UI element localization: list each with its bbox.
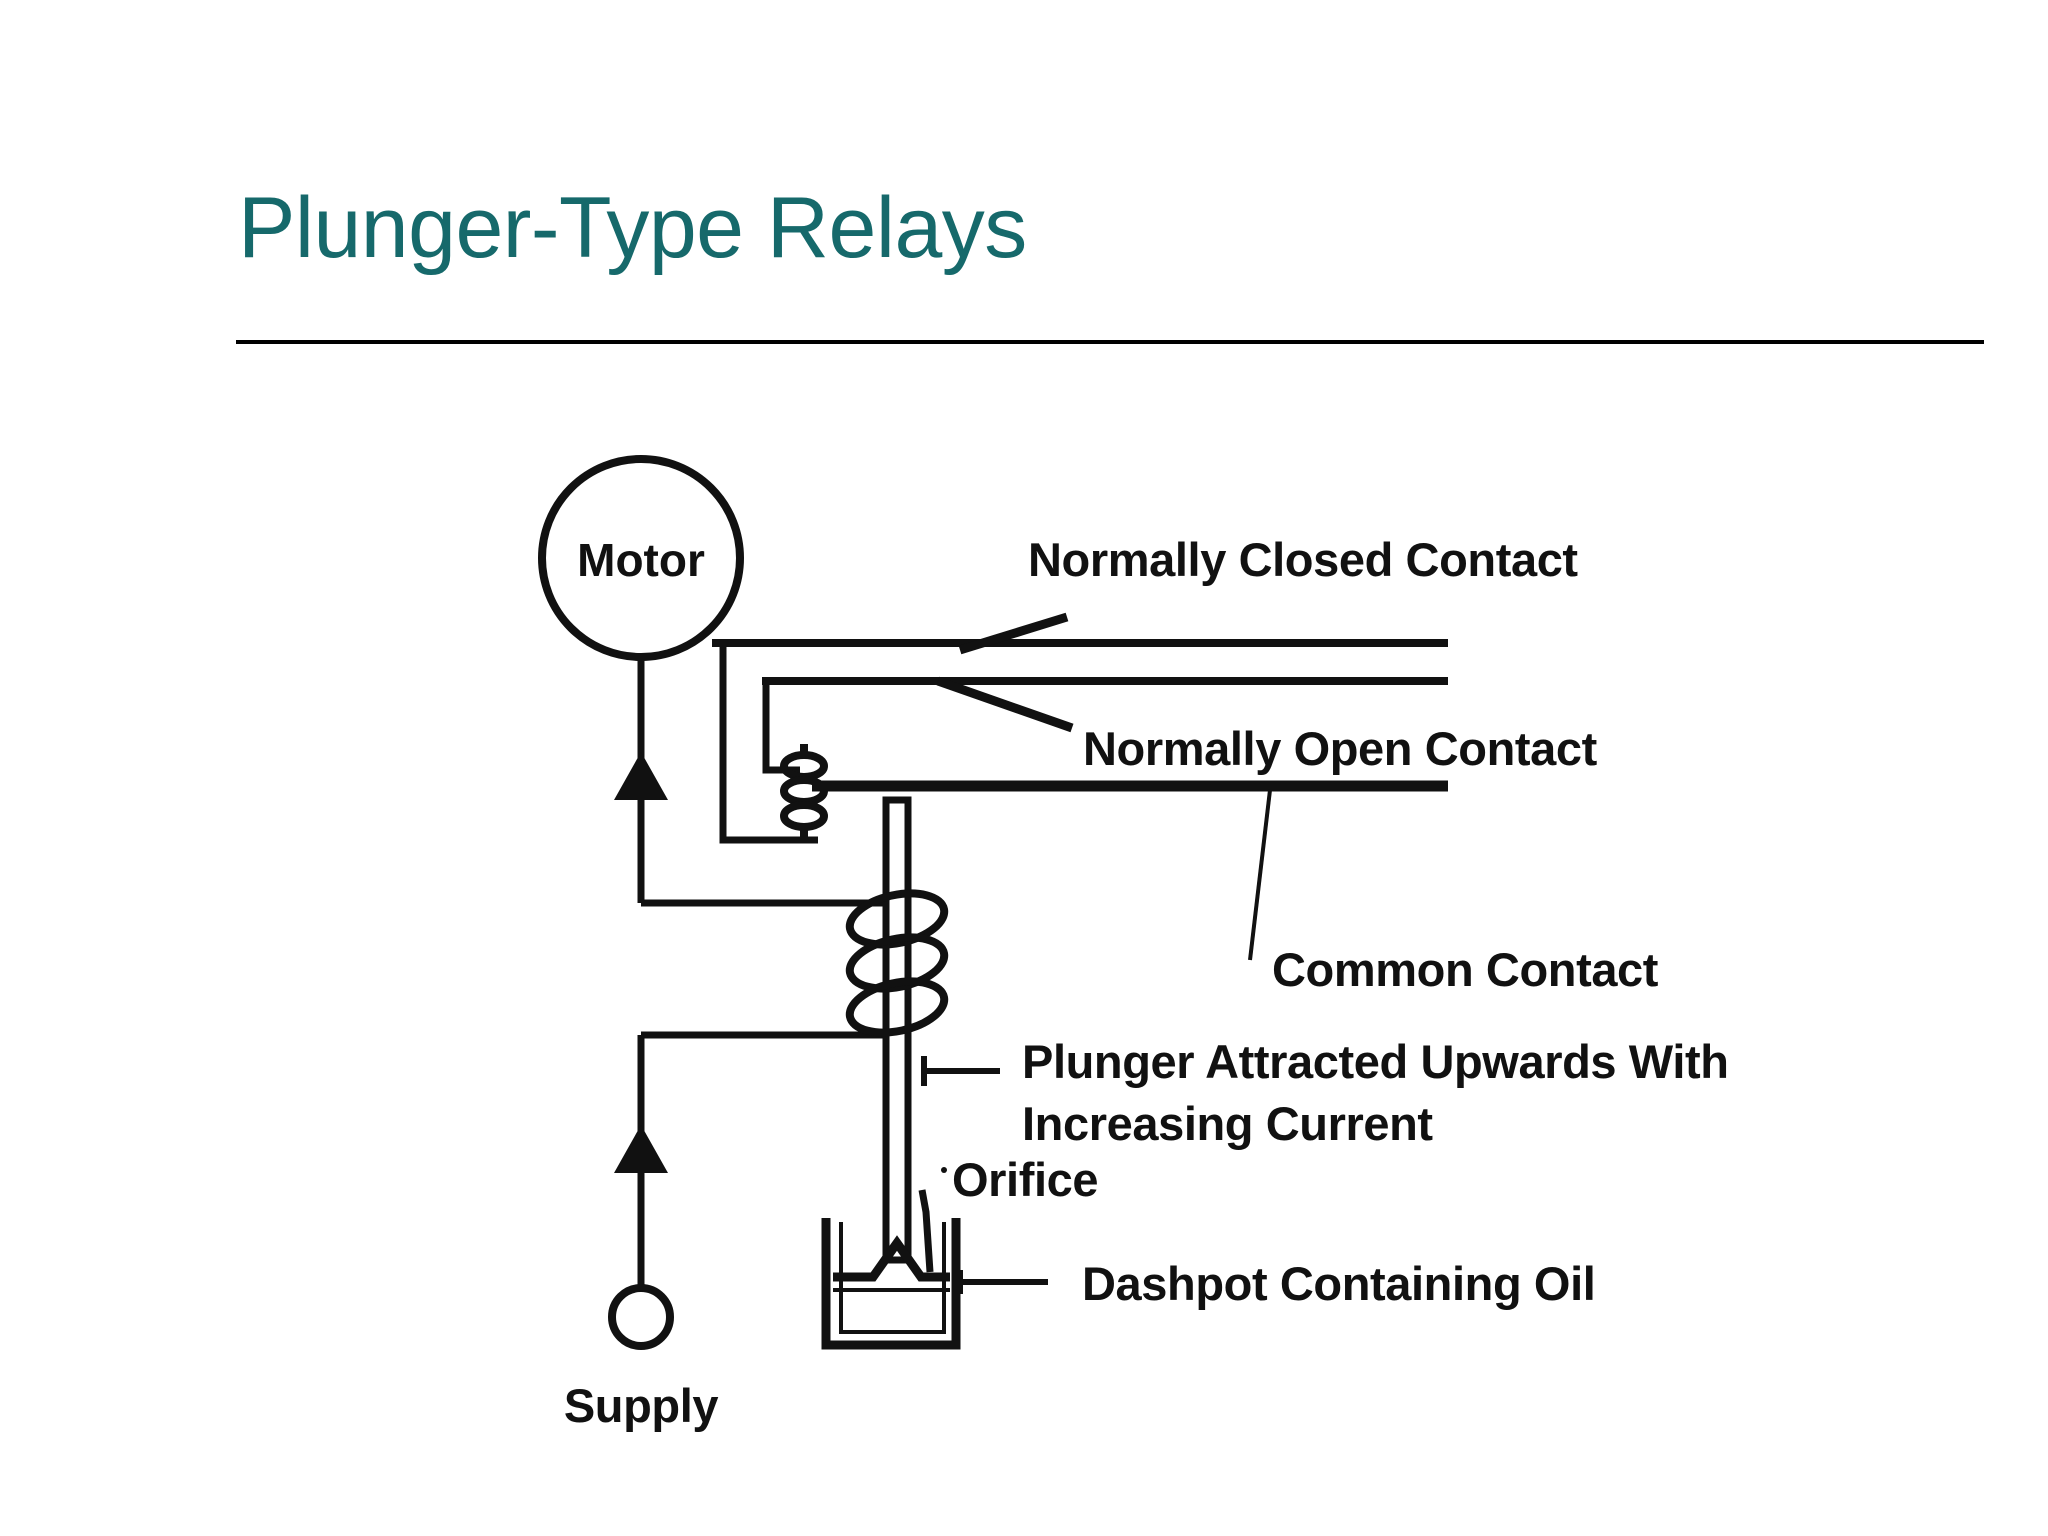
title-divider [236,340,1984,344]
plunger-label-line1: Plunger Attracted Upwards With [1022,1035,1729,1088]
nc-leader-line [958,612,1069,655]
current-arrow-motor-icon [614,752,668,800]
solenoid-coil [845,889,949,1037]
normally-closed-contact-label: Normally Closed Contact [1028,533,1578,586]
no-leader-line [936,676,1074,733]
orifice-anchor-dot [941,1167,947,1173]
normally-open-contact-label: Normally Open Contact [1083,722,1598,775]
supply-terminal-circle [608,1284,674,1350]
plunger-label-line2: Increasing Current [1022,1097,1433,1150]
orifice-label: Orifice [952,1153,1098,1206]
dashpot-piston [833,1235,950,1282]
contact-spring [780,744,828,840]
supply-label: Supply [564,1379,719,1432]
page-title: Plunger-Type Relays [238,180,1027,276]
orifice-opening [918,1189,934,1273]
common-contact-label: Common Contact [1272,943,1659,996]
common-leader-line [1248,789,1272,961]
dashpot-label: Dashpot Containing Oil [1082,1257,1595,1310]
nc-contact-riser [719,643,818,844]
current-arrow-supply-icon [614,1125,668,1173]
dashpot-vessel-outer [821,1218,961,1350]
motor-label: Motor [577,534,705,586]
